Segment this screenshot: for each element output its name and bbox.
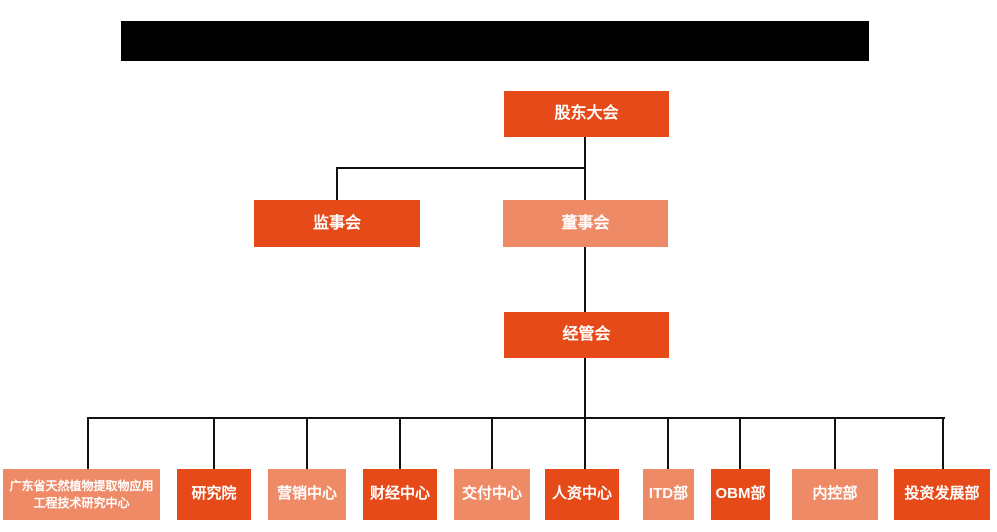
node-dept-itd: ITD部 <box>643 469 694 520</box>
connector-board-to-management <box>584 247 586 312</box>
connector-drop-obm <box>739 417 741 469</box>
connector-drop-delivery-center <box>491 417 493 469</box>
connector-drop-research-institute <box>213 417 215 469</box>
node-dept-gd-plant-extract-research-center: 广东省天然植物提取物应用工程技术研究中心 <box>3 469 160 520</box>
node-dept-research-institute: 研究院 <box>177 469 251 520</box>
node-dept-internal-control: 内控部 <box>792 469 878 520</box>
node-dept-obm: OBM部 <box>711 469 770 520</box>
connector-branch-horizontal <box>336 167 586 169</box>
connector-drop-gd-center <box>87 417 89 469</box>
redacted-title-bar <box>121 21 869 61</box>
connector-supervisory-drop <box>336 167 338 201</box>
node-supervisory-board: 监事会 <box>254 200 420 247</box>
connector-drop-investment-dev <box>942 417 944 469</box>
node-dept-investment-development: 投资发展部 <box>894 469 990 520</box>
connector-drop-itd <box>667 417 669 469</box>
connector-management-to-bus <box>584 358 586 469</box>
node-dept-hr-center: 人资中心 <box>545 469 619 520</box>
connector-drop-internal-control <box>834 417 836 469</box>
connector-drop-marketing-center <box>306 417 308 469</box>
connector-departments-bus <box>87 417 945 419</box>
node-dept-finance-center: 财经中心 <box>363 469 437 520</box>
node-management-committee: 经管会 <box>504 312 669 358</box>
node-dept-delivery-center: 交付中心 <box>454 469 530 520</box>
connector-drop-finance-center <box>399 417 401 469</box>
node-shareholders-meeting: 股东大会 <box>504 91 669 137</box>
node-dept-marketing-center: 营销中心 <box>268 469 346 520</box>
node-board-of-directors: 董事会 <box>503 200 668 247</box>
